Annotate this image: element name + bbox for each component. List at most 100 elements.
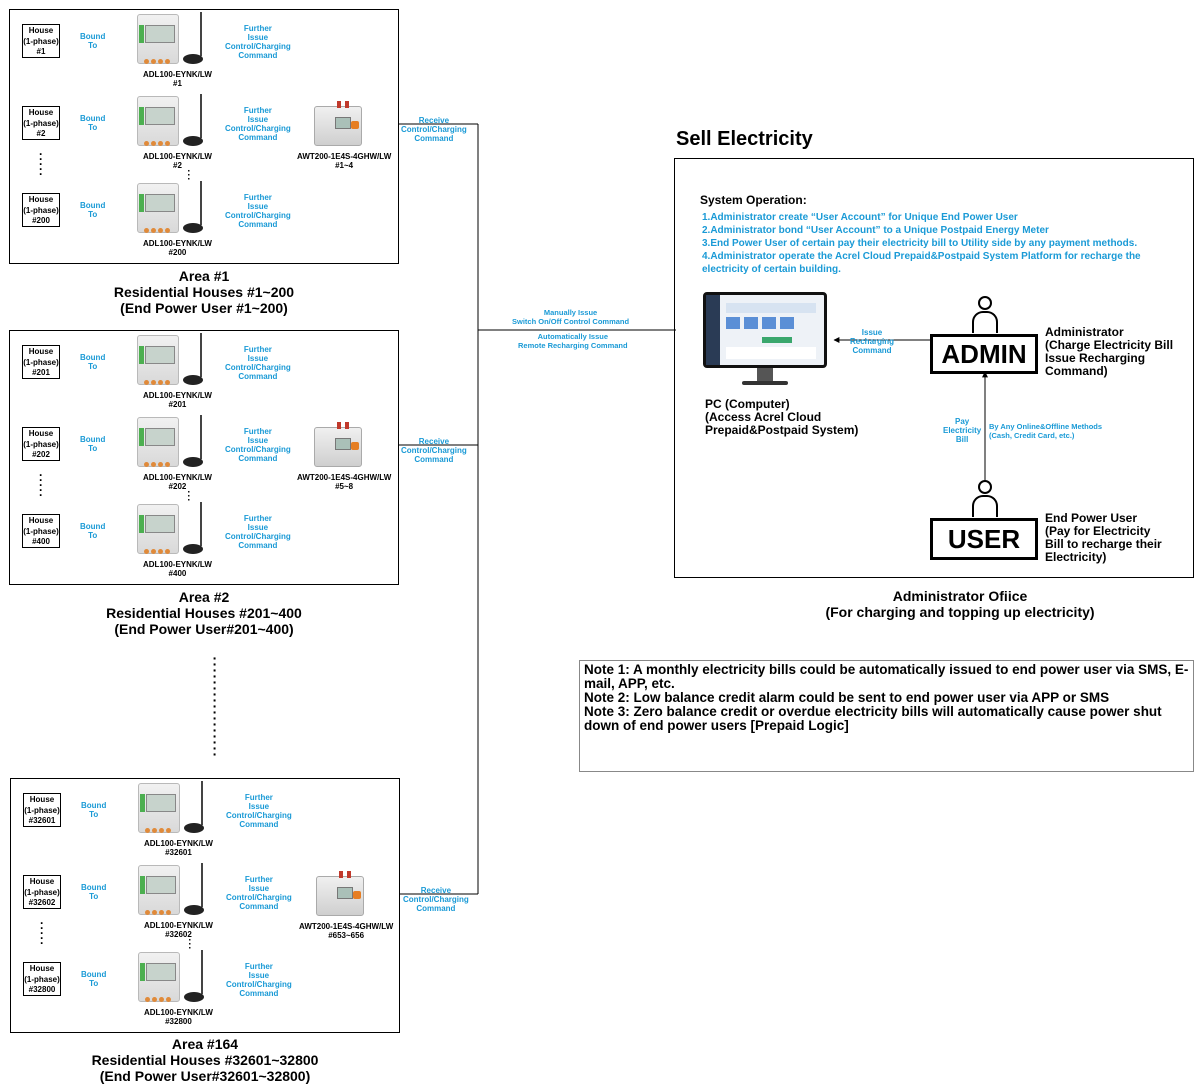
house-gap-dots: ····· xyxy=(39,468,43,502)
step-4: 4.Administrator operate the Acrel Cloud … xyxy=(702,251,1141,262)
pc-label: PC (Computer) (Access Acrel Cloud Prepai… xyxy=(705,397,859,437)
house-box: House(1-phase)#32602 xyxy=(23,875,61,909)
antenna-icon xyxy=(200,181,202,225)
energy-meter-icon xyxy=(138,783,180,833)
house-box: House(1-phase)#1 xyxy=(22,24,60,58)
user-description: End Power User (Pay for Electricity Bill… xyxy=(1045,511,1162,564)
pc-monitor-icon xyxy=(703,292,827,368)
energy-meter-icon xyxy=(137,504,179,554)
admin-description: Administrator (Charge Electricity Bill I… xyxy=(1045,325,1174,378)
system-operation-heading: System Operation: xyxy=(700,193,807,207)
meter-gap-dots: ··· xyxy=(188,935,192,954)
note-1: Note 1: A monthly electricity bills coul… xyxy=(584,662,1189,691)
energy-meter-icon xyxy=(137,96,179,146)
antenna-coil-icon xyxy=(183,375,203,385)
meter-label: ADL100-EYNK/LW#32800 xyxy=(144,1008,213,1026)
office-caption: Administrator Ofiice (For charging and t… xyxy=(825,588,1095,620)
antenna-icon xyxy=(200,12,202,56)
antenna-coil-icon xyxy=(183,136,203,146)
note-3: Note 3: Zero balance credit or overdue e… xyxy=(584,704,1162,733)
energy-meter-icon xyxy=(137,183,179,233)
pay-bill-label: Pay Electricity Bill xyxy=(943,417,982,444)
meter-label: ADL100-EYNK/LW#32602 xyxy=(144,921,213,939)
meter-label: ADL100-EYNK/LW#32601 xyxy=(144,839,213,857)
manual-issue-label: Manually Issue Switch On/Off Control Com… xyxy=(512,308,630,326)
antenna-coil-icon xyxy=(184,992,204,1002)
step-4-cont: electricity of certain building. xyxy=(702,264,841,275)
meter-label: ADL100-EYNK/LW#201 xyxy=(143,391,212,409)
house-box: House(1-phase)#2 xyxy=(22,106,60,140)
meter-gap-dots: ··· xyxy=(187,166,191,185)
antenna-icon xyxy=(201,781,203,825)
meter-gap-dots: ··· xyxy=(187,487,191,506)
step-3: 3.End Power User of certain pay their el… xyxy=(702,238,1138,249)
meter-label: ADL100-EYNK/LW#2 xyxy=(143,152,212,170)
meter-label: ADL100-EYNK/LW#200 xyxy=(143,239,212,257)
sell-title: Sell Electricity xyxy=(676,128,813,150)
antenna-coil-icon xyxy=(183,54,203,64)
energy-meter-icon xyxy=(138,865,180,915)
antenna-coil-icon xyxy=(184,905,204,915)
area-gap-dots: ················· xyxy=(212,650,218,762)
antenna-coil-icon xyxy=(183,457,203,467)
user-box: USER xyxy=(930,518,1038,560)
house-box: House(1-phase)#200 xyxy=(22,193,60,227)
antenna-icon xyxy=(200,333,202,377)
step-1: 1.Administrator create “User Account” fo… xyxy=(702,212,1018,223)
admin-person-body-icon xyxy=(972,311,998,333)
gateway-icon xyxy=(314,422,362,467)
meter-label: ADL100-EYNK/LW#400 xyxy=(143,560,212,578)
monitor-base xyxy=(742,381,788,385)
gateway-label: AWT200-1E4S-4GHW/LW#5~8 xyxy=(297,473,392,491)
antenna-icon xyxy=(200,502,202,546)
gateway-icon xyxy=(314,101,362,146)
house-box: House(1-phase)#400 xyxy=(22,514,60,548)
antenna-icon xyxy=(200,94,202,138)
auto-issue-label: Automatically Issue Remote Recharging Co… xyxy=(518,332,628,350)
admin-box: ADMIN xyxy=(930,334,1038,374)
issue-recharging-label: Issue Recharging Command xyxy=(850,328,895,355)
antenna-icon xyxy=(201,863,203,907)
house-box: House(1-phase)#32800 xyxy=(23,962,61,996)
antenna-coil-icon xyxy=(183,544,203,554)
energy-meter-icon xyxy=(137,417,179,467)
step-2: 2.Administrator bond “User Account” to a… xyxy=(702,225,1049,236)
antenna-icon xyxy=(200,415,202,459)
antenna-icon xyxy=(201,950,203,994)
antenna-coil-icon xyxy=(183,223,203,233)
admin-person-head-icon xyxy=(978,296,992,310)
gateway-label: AWT200-1E4S-4GHW/LW#1~4 xyxy=(297,152,392,170)
payment-methods-label: By Any Online&Offline Methods (Cash, Cre… xyxy=(989,422,1103,440)
house-box: House(1-phase)#202 xyxy=(22,427,60,461)
meter-label: ADL100-EYNK/LW#1 xyxy=(143,70,212,88)
gateway-label: AWT200-1E4S-4GHW/LW#653~656 xyxy=(299,922,394,940)
house-gap-dots: ····· xyxy=(40,916,44,950)
gateway-icon xyxy=(316,871,364,916)
meter-label: ADL100-EYNK/LW#202 xyxy=(143,473,212,491)
note-2: Note 2: Low balance credit alarm could b… xyxy=(584,690,1110,705)
notes-box: Note 1: A monthly electricity bills coul… xyxy=(579,660,1194,772)
energy-meter-icon xyxy=(137,335,179,385)
antenna-coil-icon xyxy=(184,823,204,833)
house-box: House(1-phase)#201 xyxy=(22,345,60,379)
